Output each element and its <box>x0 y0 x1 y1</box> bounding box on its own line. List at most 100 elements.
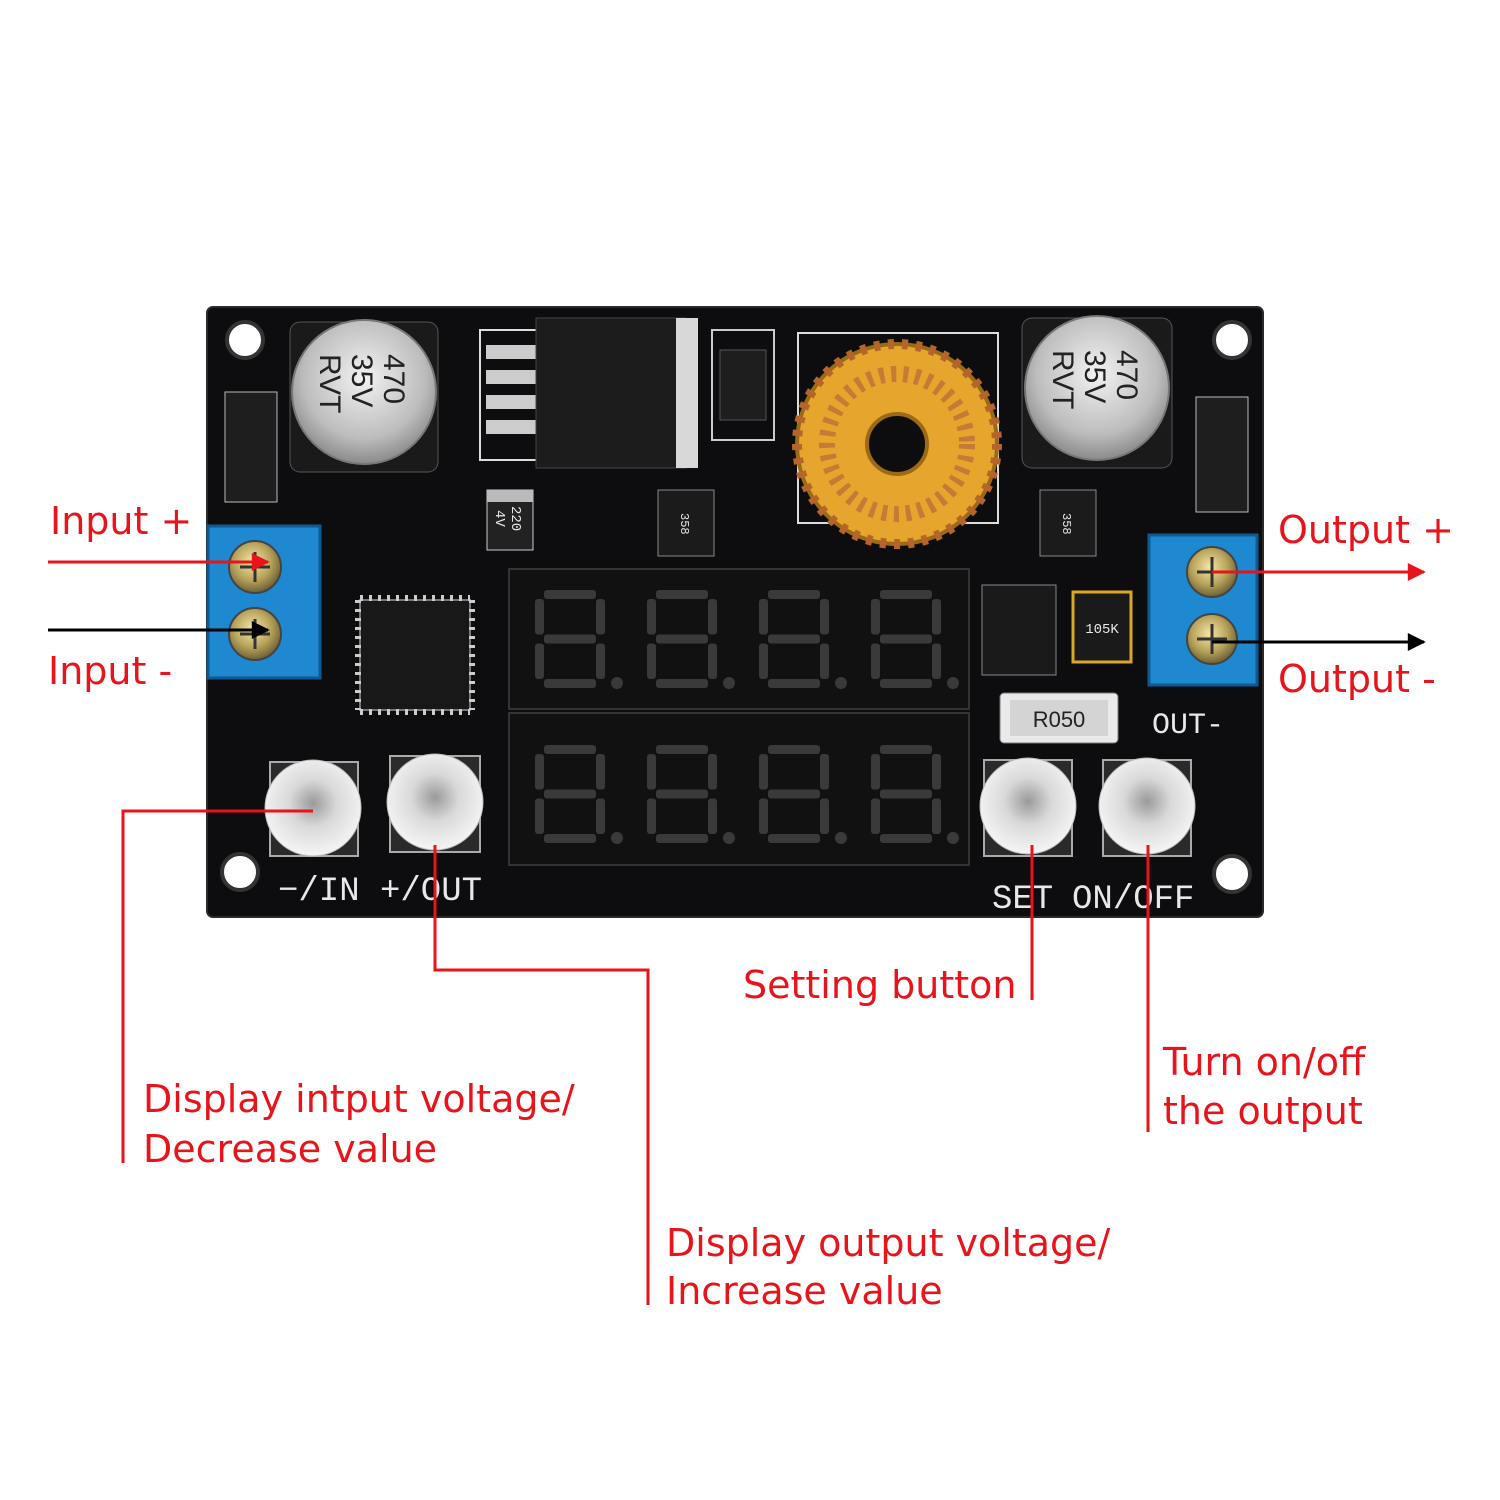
segment <box>768 745 820 754</box>
label-output-minus: Output - <box>1278 657 1436 701</box>
shunt-resistor-label: R050 <box>1033 707 1086 732</box>
segment <box>544 834 596 843</box>
cap-left-line3: RVT <box>313 354 346 413</box>
diode <box>711 329 775 441</box>
label-display-input-2: Decrease value <box>143 1127 437 1171</box>
segment <box>820 643 829 679</box>
silk-plus-out: +/OUT <box>380 873 482 911</box>
segment <box>820 798 829 834</box>
toroid-inductor <box>792 332 1002 549</box>
label-input-plus: Input + <box>50 499 192 543</box>
segment <box>759 754 768 790</box>
segment <box>535 643 544 679</box>
segment <box>544 634 596 644</box>
silk-minus-in: −/IN <box>278 873 360 911</box>
segment <box>656 834 708 843</box>
segment <box>535 754 544 790</box>
cap-right-line2: 35V <box>1078 350 1111 403</box>
segment <box>596 754 605 790</box>
segment <box>544 789 596 799</box>
segment <box>871 599 880 635</box>
label-setting-button: Setting button <box>743 963 1016 1007</box>
segment <box>596 643 605 679</box>
segment <box>656 789 708 799</box>
silk-out-minus: OUT- <box>1152 709 1224 743</box>
silk-set: SET <box>992 881 1053 919</box>
segment <box>535 798 544 834</box>
segment <box>768 834 820 843</box>
segment <box>880 590 932 599</box>
segment <box>768 634 820 644</box>
label-display-input-1: Display intput voltage/ <box>143 1077 575 1121</box>
button-on-off[interactable] <box>1098 757 1196 857</box>
segment <box>880 634 932 644</box>
decimal-point <box>611 832 623 844</box>
opamp-chip-right: 358 <box>1039 489 1097 557</box>
segment <box>932 643 941 679</box>
chip-358-left: 358 <box>677 513 691 535</box>
segment <box>708 798 717 834</box>
decimal-point <box>947 677 959 689</box>
display-digits <box>535 590 959 844</box>
cap-small-line1: 220 <box>507 506 523 531</box>
segment <box>871 754 880 790</box>
segment <box>656 679 708 688</box>
segment <box>596 798 605 834</box>
segment <box>871 643 880 679</box>
regulator-chip <box>479 317 698 469</box>
decimal-point <box>835 677 847 689</box>
button-set[interactable] <box>979 757 1077 857</box>
resistor-105k-label: 105K <box>1085 622 1119 638</box>
cap-left-line2: 35V <box>345 354 378 407</box>
segment <box>759 643 768 679</box>
cap-right-line3: RVT <box>1046 350 1079 409</box>
mounting-hole <box>1212 320 1252 360</box>
label-turn-onoff-2: the output <box>1163 1089 1363 1133</box>
segment <box>544 679 596 688</box>
segment <box>535 599 544 635</box>
terminal-block-input <box>206 524 322 680</box>
smd-diode-left <box>224 391 278 503</box>
segment <box>820 754 829 790</box>
decimal-point <box>723 832 735 844</box>
segment <box>656 745 708 754</box>
smd-diode-right <box>1195 396 1249 513</box>
segment <box>708 599 717 635</box>
segment <box>544 590 596 599</box>
segment <box>759 798 768 834</box>
segment <box>932 599 941 635</box>
chip-358-right: 358 <box>1059 513 1073 535</box>
segment <box>596 599 605 635</box>
segment <box>880 789 932 799</box>
label-display-output-2: Increase value <box>666 1269 943 1313</box>
segment <box>647 798 656 834</box>
segment <box>932 754 941 790</box>
label-display-output-1: Display output voltage/ <box>666 1221 1111 1265</box>
button-plus-out[interactable] <box>386 753 484 853</box>
mounting-hole <box>220 852 260 892</box>
segment <box>656 590 708 599</box>
segment <box>768 789 820 799</box>
cap-right-line1: 470 <box>1110 350 1143 400</box>
mounting-hole <box>225 320 265 360</box>
decimal-point <box>723 677 735 689</box>
segment <box>759 599 768 635</box>
segment <box>871 798 880 834</box>
terminal-block-output <box>1147 533 1259 687</box>
segment <box>708 754 717 790</box>
segment <box>880 679 932 688</box>
segment <box>647 643 656 679</box>
shunt-resistor: R050 <box>999 692 1119 744</box>
decimal-point <box>947 832 959 844</box>
segment <box>820 599 829 635</box>
segment <box>647 754 656 790</box>
segment <box>768 590 820 599</box>
segment <box>880 745 932 754</box>
label-output-plus: Output + <box>1278 508 1454 552</box>
resistor-105k: 105K <box>1071 590 1133 664</box>
segment <box>544 745 596 754</box>
button-minus-in[interactable] <box>264 759 362 857</box>
silk-on-off: ON/OFF <box>1072 881 1194 919</box>
